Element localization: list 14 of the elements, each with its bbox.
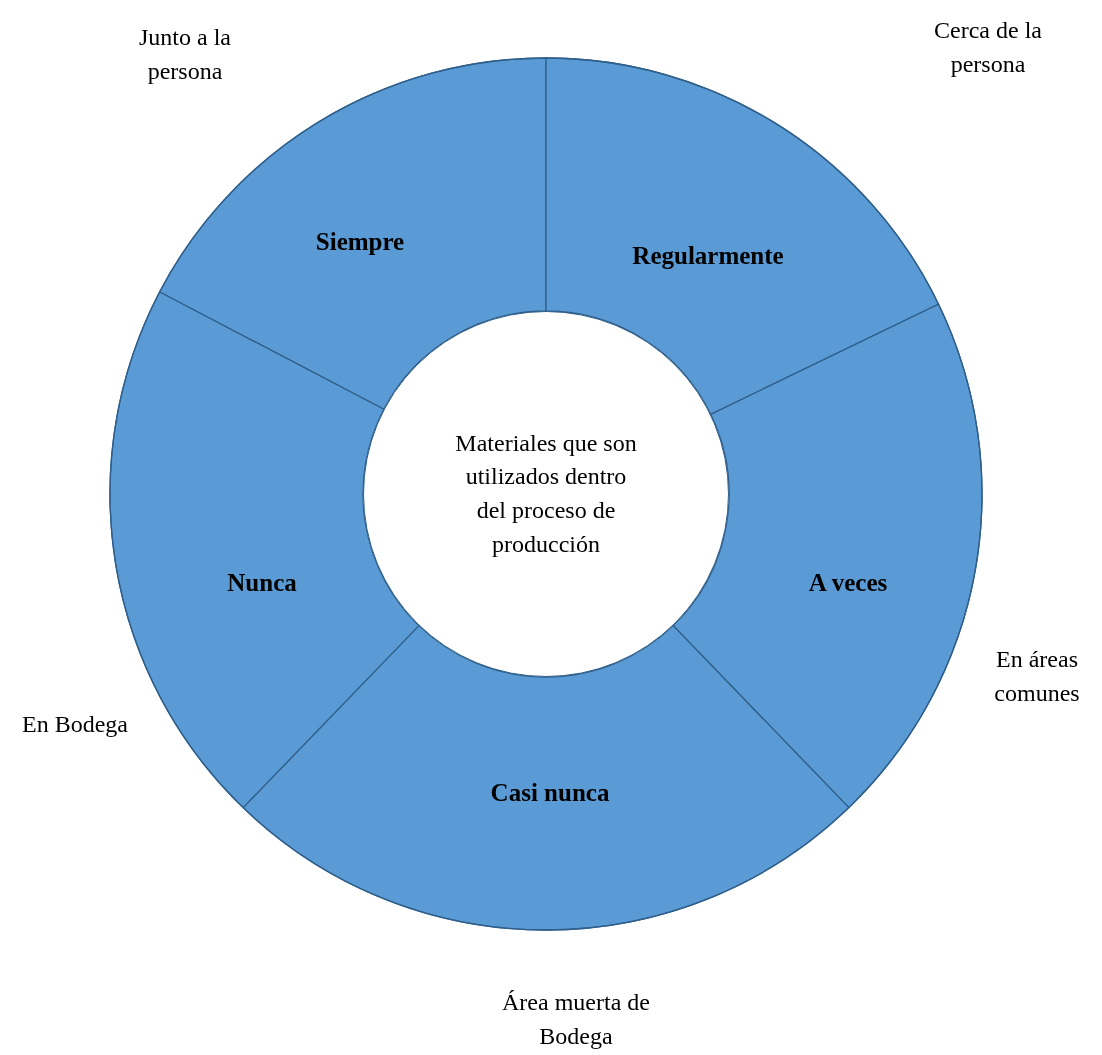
ring-segment: [545, 57, 940, 415]
ring-segment: [242, 625, 850, 931]
segment-label: Regularmente: [632, 242, 784, 270]
segment-label: Siempre: [315, 228, 405, 256]
location-label: En Bodega: [21, 710, 129, 740]
location-label: Área muerta de Bodega: [501, 988, 651, 1051]
location-label: Junto a la persona: [138, 23, 232, 86]
segment-label: A veces: [808, 569, 888, 597]
segment-label: Nunca: [227, 569, 297, 597]
ring-segment: [672, 303, 983, 809]
location-label: Cerca de la persona: [933, 16, 1043, 79]
location-label: En áreas comunes: [993, 645, 1081, 708]
center-label: Materiales que son utilizados dentro del proceso de producción: [454, 428, 638, 559]
segment-label: Casi nunca: [490, 779, 610, 807]
